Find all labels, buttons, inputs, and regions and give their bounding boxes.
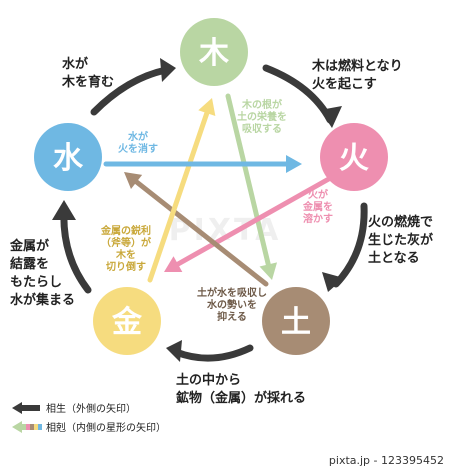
legend-overcoming-swatch (26, 424, 30, 430)
node-water: 水 (34, 123, 102, 191)
node-fire: 火 (320, 123, 388, 191)
legend-overcoming-swatch (30, 424, 34, 430)
overcoming-arrow-wood-earth (225, 93, 271, 267)
legend-generating-shaft (22, 405, 40, 411)
generating-text-wood-fire-line: 木は燃料となり (311, 58, 403, 74)
node-water-circle (34, 123, 102, 191)
overcoming-text-wood-earth-line: 吸収する (242, 123, 282, 135)
overcoming-text-metal-wood-line: 木を (115, 248, 136, 261)
overcoming-arrow-earth-water (134, 179, 269, 287)
generating-arrowhead-metal-water (52, 200, 76, 220)
overcoming-text-fire-metal-line: 火が (308, 188, 329, 201)
overcoming-arrowhead-wood-earth (259, 262, 278, 280)
overcoming-text-water-fire-line: 火を消す (118, 142, 158, 155)
legend-overcoming-swatch (38, 424, 42, 430)
generating-text-fire-earth-line: 火の燃焼で (368, 214, 433, 230)
generating-arrows (52, 58, 368, 362)
legend-generating: 相生（外側の矢印） (12, 402, 136, 415)
node-fire-label: 火 (339, 141, 369, 176)
overcoming-text-wood-earth-line: 木の根が (241, 98, 283, 111)
overcoming-arrowhead-water-fire (286, 155, 302, 173)
generating-text-metal-water: 金属が結露をもたらし水が集まる (9, 238, 75, 308)
generating-text-water-wood: 水が木を育む (61, 56, 114, 90)
generating-arrow-earth-metal (172, 344, 254, 362)
node-earth: 土 (262, 287, 330, 355)
generating-text-earth-metal-line: 土の中から (176, 372, 241, 388)
overcoming-text-water-fire-line: 水が (127, 130, 149, 143)
element-nodes: 木火土 金 水 (34, 18, 388, 355)
legend-overcoming (12, 421, 42, 433)
node-earth-label: 土 (281, 305, 311, 340)
legend: 相生（外側の矢印） 相剋（内側の星形の矢印） (12, 402, 166, 434)
node-wood-label: 木 (198, 36, 229, 71)
generating-text-fire-earth: 火の燃焼で生じた灰が土となる (368, 214, 433, 266)
overcoming-text-water-fire: 水が火を消す (118, 130, 158, 155)
generating-arrowhead-earth-metal (166, 340, 182, 362)
node-metal-circle (93, 287, 161, 355)
overcoming-arrowhead-metal-wood (198, 98, 216, 117)
generating-text-water-wood-line: 水が (62, 56, 88, 72)
overcoming-arrowhead-earth-water (124, 172, 143, 189)
overcoming-text-fire-metal-line: 金属を (302, 200, 333, 213)
overcoming-text-earth-water-line: 水の勢いを (206, 298, 257, 311)
generating-text-earth-metal: 土の中から鉱物（金属）が採れる (176, 372, 306, 406)
legend-generating-arrow (12, 402, 22, 414)
node-water-label: 水 (53, 141, 84, 176)
legend-overcoming-swatch (22, 424, 26, 430)
node-earth-circle (262, 287, 330, 355)
generating-arrowhead-water-wood (160, 58, 176, 82)
overcoming-text-wood-earth: 木の根が土の栄養を吸収する (237, 98, 287, 135)
legend-overcoming-arrow (12, 421, 22, 433)
generating-text-metal-water-line: 水が集まる (10, 292, 75, 308)
overcoming-text-earth-water-line: 抑える (217, 310, 247, 323)
generating-arrow-fire-earth (332, 202, 368, 288)
node-fire-circle (320, 123, 388, 191)
overcoming-text-metal-wood-line: 金属の鋭利 (100, 224, 151, 237)
node-wood-circle (180, 18, 248, 86)
generating-descriptions: 木は燃料となり火を起こす火の燃焼で生じた灰が土となる土の中から鉱物（金属）が採れ… (9, 56, 433, 406)
overcoming-text-metal-wood-line: （斧等）が (101, 236, 152, 249)
overcoming-text-metal-wood-line: 切り倒す (106, 260, 146, 273)
overcoming-arrow-metal-wood (147, 110, 210, 283)
stock-credit: pixta.jp - 123395452 (329, 454, 444, 467)
legend-generating-label: 相生（外側の矢印） (46, 402, 136, 415)
overcoming-text-earth-water-line: 土が水を吸収し (197, 286, 267, 299)
generating-text-water-wood-line: 木を育む (61, 74, 114, 90)
generating-arrowhead-wood-fire (320, 106, 342, 128)
legend-overcoming-label: 相剋（内側の星形の矢印） (46, 421, 166, 434)
overcoming-text-wood-earth-line: 土の栄養を (237, 110, 287, 123)
overcoming-text-metal-wood: 金属の鋭利（斧等）が木を切り倒す (100, 224, 152, 273)
generating-text-wood-fire-line: 火を起こす (312, 76, 377, 92)
legend-overcoming-swatch (34, 424, 38, 430)
node-metal-label: 金 (111, 305, 143, 340)
node-metal: 金 (93, 287, 161, 355)
generating-text-metal-water-line: もたらし (10, 275, 62, 290)
generating-text-earth-metal-line: 鉱物（金属）が採れる (176, 390, 306, 406)
generating-arrow-metal-water (60, 206, 92, 294)
generating-text-metal-water-line: 結露を (10, 256, 49, 272)
overcoming-text-earth-water: 土が水を吸収し水の勢いを抑える (197, 286, 267, 323)
overcoming-arrow-fire-metal (175, 173, 337, 267)
generating-text-wood-fire: 木は燃料となり火を起こす (311, 58, 403, 92)
overcoming-arrows (103, 93, 337, 287)
overcoming-text-fire-metal: 火が金属を溶かす (302, 188, 333, 225)
generating-text-metal-water-line: 金属が (9, 238, 49, 254)
node-wood: 木 (180, 18, 248, 86)
overcoming-text-fire-metal-line: 溶かす (303, 212, 333, 225)
generating-arrow-water-wood (90, 66, 170, 116)
generating-text-fire-earth-line: 生じた灰が (368, 232, 433, 248)
generating-arrowhead-fire-earth (322, 272, 344, 292)
generating-text-fire-earth-line: 土となる (368, 250, 420, 266)
overcoming-arrowhead-fire-metal (164, 256, 183, 272)
